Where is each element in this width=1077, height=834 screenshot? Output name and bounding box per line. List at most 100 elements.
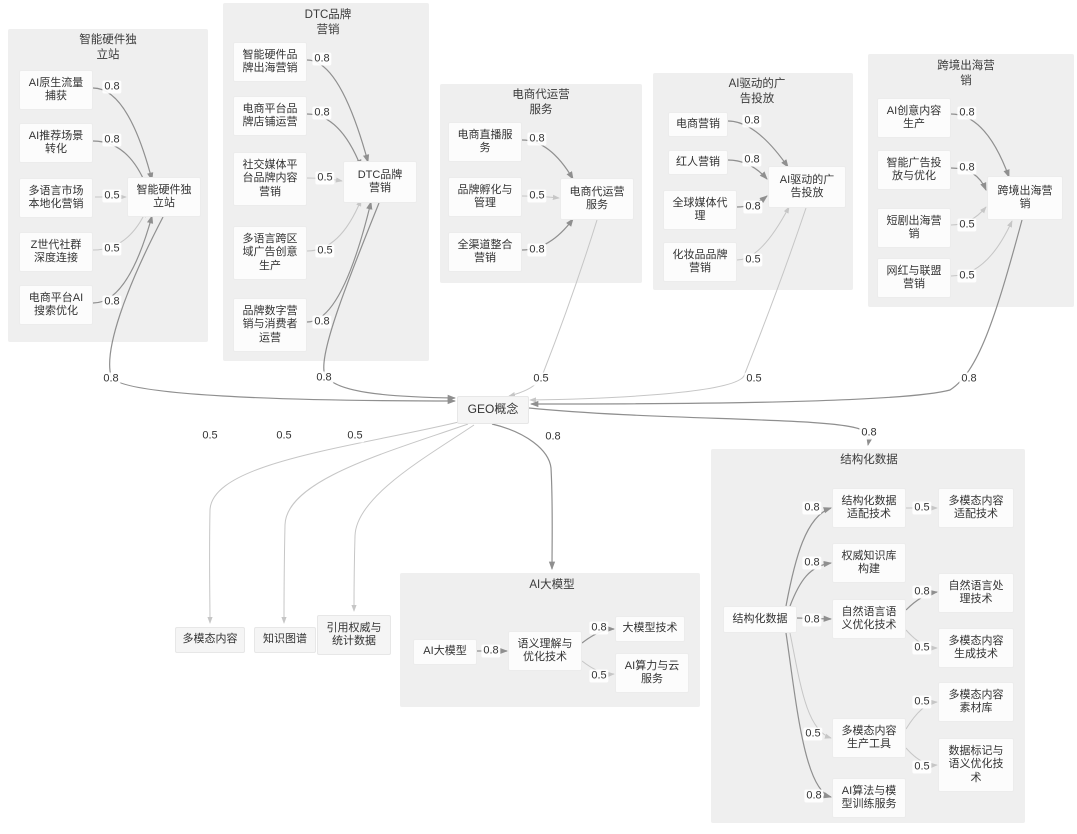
- hub-node[interactable]: DTC品牌 营销: [343, 161, 417, 203]
- leaf-node[interactable]: 化妆品品牌 营销: [663, 242, 737, 282]
- edge-weight: 0.5: [345, 429, 365, 443]
- leaf-node[interactable]: 电商平台AI 搜索优化: [19, 285, 93, 325]
- edge: [508, 219, 598, 398]
- edge-weight: 0.8: [742, 153, 762, 167]
- edge-weight: 0.5: [589, 669, 609, 683]
- leaf-node[interactable]: 网红与联盟 营销: [877, 258, 951, 298]
- edge-weight: 0.8: [912, 585, 932, 599]
- branch-node[interactable]: 多模态内容 生产工具: [832, 718, 906, 758]
- edge-weight: 0.8: [859, 426, 879, 440]
- edge: [491, 423, 556, 571]
- leaf-node[interactable]: 红人营销: [668, 150, 728, 175]
- edge: [789, 632, 832, 739]
- cluster-title: 电商代运营 服务: [512, 89, 570, 116]
- center-node[interactable]: GEO概念: [457, 396, 529, 424]
- child-node[interactable]: 多模态内容 素材库: [938, 682, 1014, 722]
- edge: [92, 87, 154, 182]
- edge: [785, 507, 832, 607]
- edge: [92, 214, 154, 304]
- leaf-node[interactable]: 多语言跨区 域广告创意 生产: [233, 226, 307, 280]
- child-node[interactable]: 多模态内容 生成技术: [938, 628, 1014, 668]
- edge: [521, 139, 574, 180]
- edge: [528, 407, 873, 447]
- hub-node[interactable]: 智能硬件独 立站: [127, 177, 201, 217]
- hub-node[interactable]: 电商代运营 服务: [560, 178, 634, 220]
- edge-weight: 0.8: [957, 106, 977, 120]
- leaf-node[interactable]: AI原生流量 捕获: [19, 70, 93, 110]
- edge-weight: 0.8: [742, 114, 762, 128]
- edge-weight: 0.8: [312, 106, 332, 120]
- branch-node[interactable]: AI算法与模 型训练服务: [832, 778, 906, 818]
- edge-weight: 0.8: [743, 200, 763, 214]
- child-node[interactable]: 自然语言处 理技术: [938, 573, 1014, 613]
- floating-node[interactable]: 知识图谱: [254, 627, 316, 653]
- leaf-node[interactable]: 品牌孵化与 管理: [448, 177, 522, 217]
- leaf-node[interactable]: 电商营销: [668, 112, 728, 137]
- edge-weight: 0.5: [315, 171, 335, 185]
- edge: [736, 206, 790, 261]
- leaf-node[interactable]: 智能广告投 放与优化: [877, 150, 951, 190]
- edge: [529, 219, 1023, 408]
- leaf-node[interactable]: 社交媒体平 台品牌内容 营销: [233, 152, 307, 206]
- edge-weight: 0.5: [527, 189, 547, 203]
- edge-weight: 0.8: [312, 315, 332, 329]
- edge-weight: 0.5: [531, 372, 551, 386]
- leaf-node[interactable]: Z世代社群 深度连接: [19, 232, 93, 272]
- edge-weight: 0.8: [589, 621, 609, 635]
- edge: [521, 218, 574, 251]
- edge: [281, 423, 469, 624]
- leaf-node[interactable]: 电商直播服 务: [448, 122, 522, 162]
- edge-weight: 0.8: [481, 644, 501, 658]
- child-node[interactable]: 大模型技术: [615, 616, 685, 642]
- edge-weight: 0.5: [744, 372, 764, 386]
- cluster-title: 结构化数据: [840, 454, 898, 466]
- edge-weight: 0.8: [543, 430, 563, 444]
- edge: [351, 424, 475, 612]
- root-node[interactable]: AI大模型: [413, 639, 477, 665]
- edge: [306, 200, 373, 323]
- floating-node[interactable]: 多模态内容: [175, 627, 245, 653]
- leaf-node[interactable]: 品牌数字营 销与消费者 运营: [233, 298, 307, 352]
- child-node[interactable]: 数据标记与 语义优化技 术: [938, 738, 1014, 792]
- edge: [785, 632, 833, 799]
- edge-weight: 0.8: [802, 556, 822, 570]
- edge-weight: 0.5: [957, 218, 977, 232]
- leaf-node[interactable]: 多语言市场 本地化营销: [19, 178, 93, 218]
- leaf-node[interactable]: 电商平台品 牌店铺运营: [233, 96, 307, 136]
- leaf-node[interactable]: 智能硬件品 牌出海营销: [233, 42, 307, 82]
- branch-node[interactable]: 结构化数据 适配技术: [832, 488, 906, 528]
- cluster-title: AI驱动的广 告投放: [728, 78, 786, 105]
- leaf-node[interactable]: AI推荐场景 转化: [19, 123, 93, 163]
- leaf-node[interactable]: AI创意内容 生产: [877, 98, 951, 138]
- edge-weight: 0.5: [912, 695, 932, 709]
- edge-weight: 0.8: [102, 80, 122, 94]
- floating-node[interactable]: 引用权威与 统计数据: [317, 615, 391, 655]
- branch-node[interactable]: 权威知识库 构建: [832, 543, 906, 583]
- cluster-title: 跨境出海营 销: [937, 60, 995, 87]
- edge-weight: 0.5: [957, 269, 977, 283]
- child-node[interactable]: AI算力与云 服务: [615, 653, 689, 693]
- mid-node[interactable]: 语义理解与 优化技术: [508, 631, 582, 671]
- edge-weight: 0.5: [200, 429, 220, 443]
- hub-node[interactable]: AI驱动的广 告投放: [768, 166, 846, 208]
- hub-node[interactable]: 跨境出海营 销: [987, 176, 1063, 220]
- edge-weight: 0.8: [959, 372, 979, 386]
- edge-weight: 0.5: [803, 727, 823, 741]
- edge-weight: 0.8: [957, 161, 977, 175]
- edge: [529, 207, 807, 403]
- leaf-node[interactable]: 全球媒体代 理: [663, 190, 737, 230]
- edge-weight: 0.8: [101, 372, 121, 386]
- child-node[interactable]: 多模态内容 适配技术: [938, 488, 1014, 528]
- edge-weight: 0.8: [802, 501, 822, 515]
- leaf-node[interactable]: 短剧出海营 销: [877, 208, 951, 248]
- edge: [306, 199, 362, 252]
- leaf-node[interactable]: 全渠道整合 营销: [448, 232, 522, 272]
- edge-weight: 0.5: [912, 641, 932, 655]
- edge: [207, 420, 464, 624]
- edge-weight: 0.5: [102, 242, 122, 256]
- cluster-title: 智能硬件独 立站: [79, 34, 137, 61]
- branch-node[interactable]: 自然语言语 义优化技术: [832, 599, 906, 639]
- edge-weight: 0.8: [102, 133, 122, 147]
- hub-node[interactable]: 结构化数据: [723, 606, 797, 633]
